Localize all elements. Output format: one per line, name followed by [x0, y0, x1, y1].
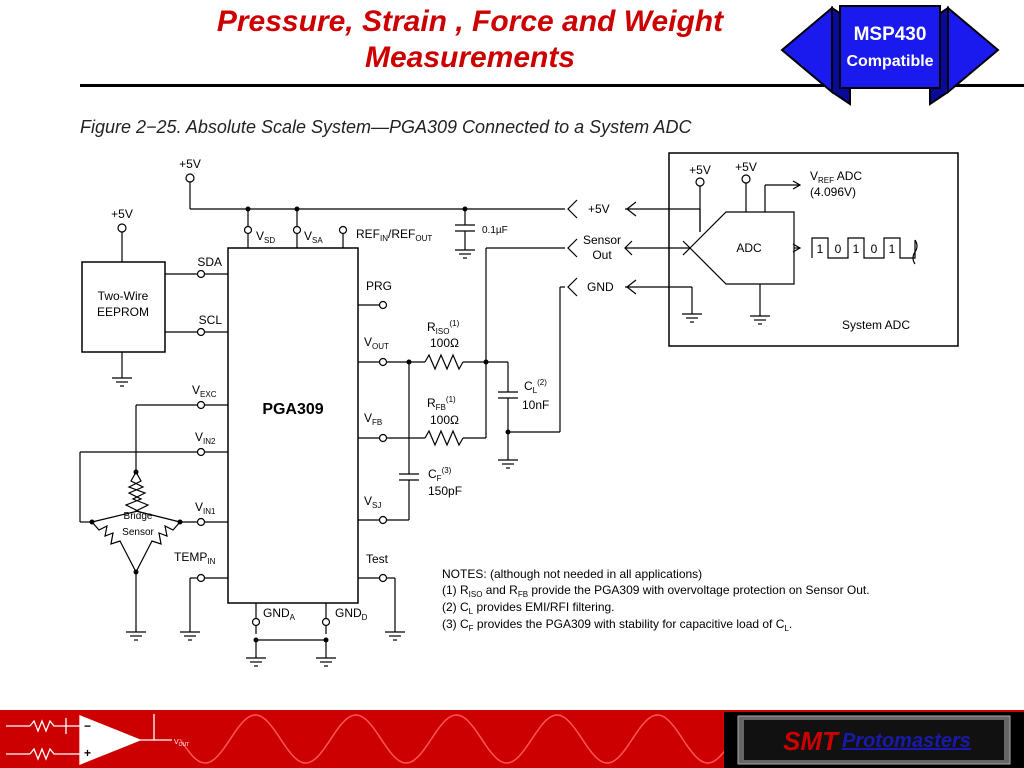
opamp-minus: − — [84, 719, 91, 733]
bit-3: 0 — [871, 242, 878, 256]
note-1: (1) RISO and RFB provide the PGA309 with… — [442, 583, 870, 599]
supply-label-main: +5V — [179, 157, 201, 171]
badge-line2: Compatible — [846, 53, 933, 70]
pin-vfb: VFB — [364, 411, 382, 427]
notes-heading: NOTES: (although not needed in all appli… — [442, 567, 702, 581]
riso-value: 100Ω — [430, 336, 459, 350]
decoupling-cap-value: 0.1µF — [482, 225, 508, 236]
pin-temp: TEMPIN — [174, 550, 216, 566]
bit-4: 1 — [889, 242, 896, 256]
riso-name: RISO(1) — [427, 319, 460, 336]
connector-sensor-1: Sensor — [583, 233, 621, 247]
cl-value: 10nF — [522, 398, 549, 412]
brand-smt: SMT — [783, 725, 838, 756]
brand-protomasters: Protomasters — [841, 729, 971, 752]
opamp-plus: + — [84, 746, 91, 760]
msp430-badge: MSP430 Compatible — [780, 5, 1000, 106]
pin-gndd: GNDD — [335, 606, 368, 622]
connector-gnd: GND — [587, 280, 614, 294]
vref-label: VREF ADC — [810, 169, 862, 185]
brand-box — [724, 712, 1024, 768]
bit-2: 1 — [853, 242, 860, 256]
vref-value: (4.096V) — [810, 185, 856, 199]
pin-vout: VOUT — [364, 335, 389, 351]
cl-name: CL(2) — [524, 378, 547, 395]
supply-label-adc-ref: +5V — [689, 163, 711, 177]
note-3: (3) CF provides the PGA309 with stabilit… — [442, 617, 792, 633]
pga309-schematic: Two-Wire EEPROM +5V +5V +5V +5V PGA309 S… — [79, 152, 959, 667]
bridge-label-2: Sensor — [122, 527, 154, 538]
pin-ref: REFIN/REFOUT — [356, 227, 432, 243]
bit-0: 1 — [817, 242, 824, 256]
bridge-label-1: Bridge — [124, 511, 153, 522]
brand-logo: SMT Protomasters — [746, 722, 1008, 760]
pin-vsd: VSD — [256, 229, 275, 245]
supply-label-adc: +5V — [735, 160, 757, 174]
pin-test: Test — [366, 552, 389, 566]
pga309-name: PGA309 — [262, 401, 323, 418]
supply-label-eeprom: +5V — [111, 207, 133, 221]
pin-vin2: VIN2 — [195, 430, 216, 446]
pin-vexc: VEXC — [192, 383, 217, 399]
figure-caption: Figure 2−25. Absolute Scale System—PGA30… — [80, 117, 692, 137]
title-divider — [80, 84, 1024, 87]
cf-value: 150pF — [428, 484, 462, 498]
eeprom-label-1: Two-Wire — [98, 289, 149, 303]
pin-sda: SDA — [197, 255, 222, 269]
slide-title: Pressure, Strain , Force and Weight Meas… — [216, 5, 724, 74]
pin-vsj: VSJ — [364, 494, 381, 510]
pin-prg: PRG — [366, 279, 392, 293]
footer-waveform — [179, 714, 731, 764]
badge-line1: MSP430 — [854, 24, 927, 45]
note-2: (2) CL provides EMI/RFI filtering. — [442, 600, 615, 616]
connector-supply: +5V — [588, 202, 610, 216]
system-adc-label: System ADC — [842, 318, 910, 332]
eeprom-label-2: EEPROM — [97, 305, 149, 319]
cf-name: CF(3) — [428, 466, 452, 483]
rfb-name: RFB(1) — [427, 395, 456, 412]
pin-gnda: GNDA — [263, 606, 296, 622]
pin-vsa: VSA — [304, 229, 323, 245]
pin-scl: SCL — [199, 313, 223, 327]
rfb-value: 100Ω — [430, 413, 459, 427]
connector-sensor-2: Out — [592, 248, 612, 262]
opamp-vout: VOUT — [174, 739, 189, 748]
bit-1: 0 — [835, 242, 842, 256]
pin-vin1: VIN1 — [195, 500, 216, 516]
adc-label: ADC — [736, 241, 762, 255]
